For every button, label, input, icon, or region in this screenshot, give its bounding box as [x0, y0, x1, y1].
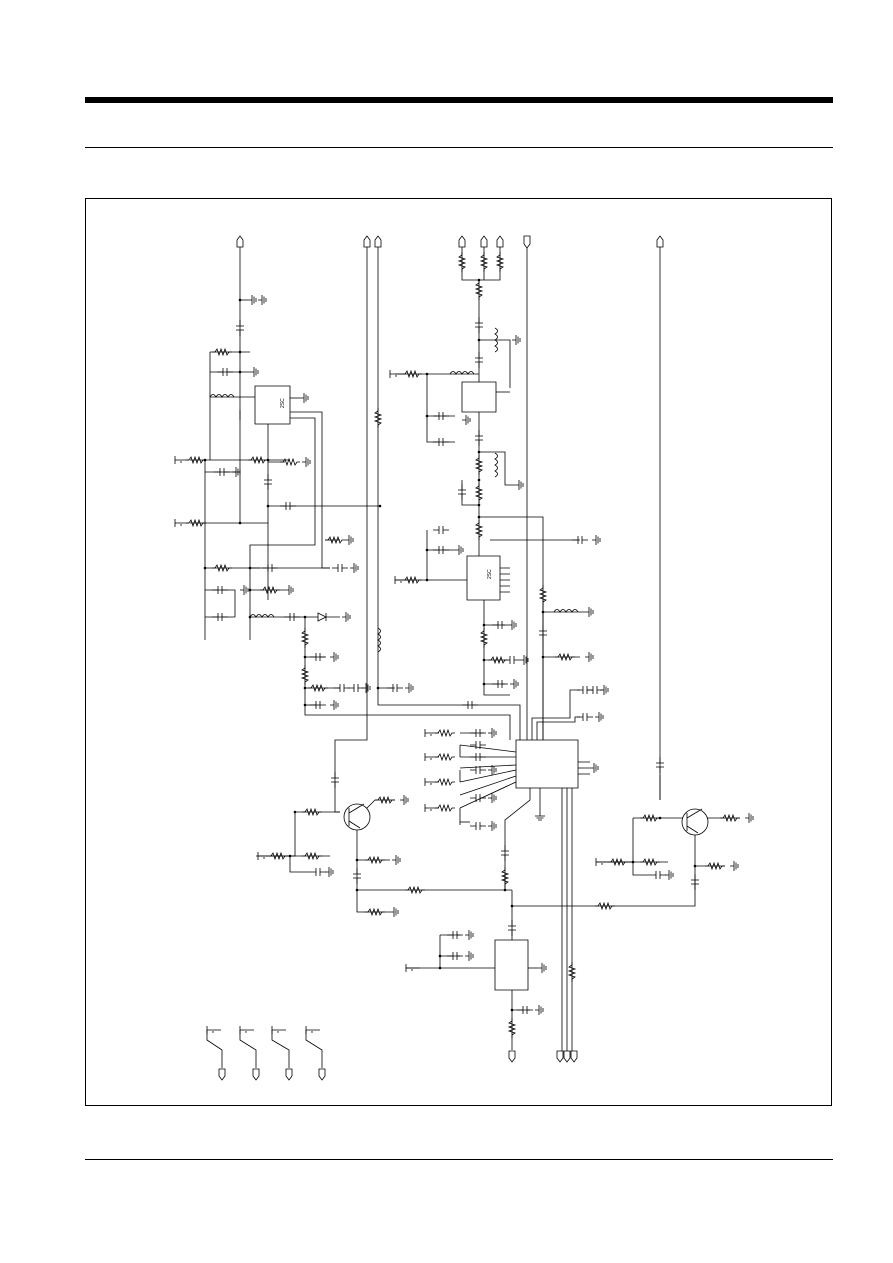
- ic-label-u1: 2SC: [280, 398, 286, 408]
- header-rule-thin: [85, 147, 833, 148]
- schematic-wires: [190, 246, 740, 1068]
- schematic-components: 2SC 2SC: [174, 235, 754, 1081]
- header-rule-thick: [85, 97, 833, 103]
- footer-rule: [85, 1159, 833, 1160]
- ic-label-u2: 2SC: [487, 569, 493, 579]
- schematic-frame: [85, 198, 832, 1106]
